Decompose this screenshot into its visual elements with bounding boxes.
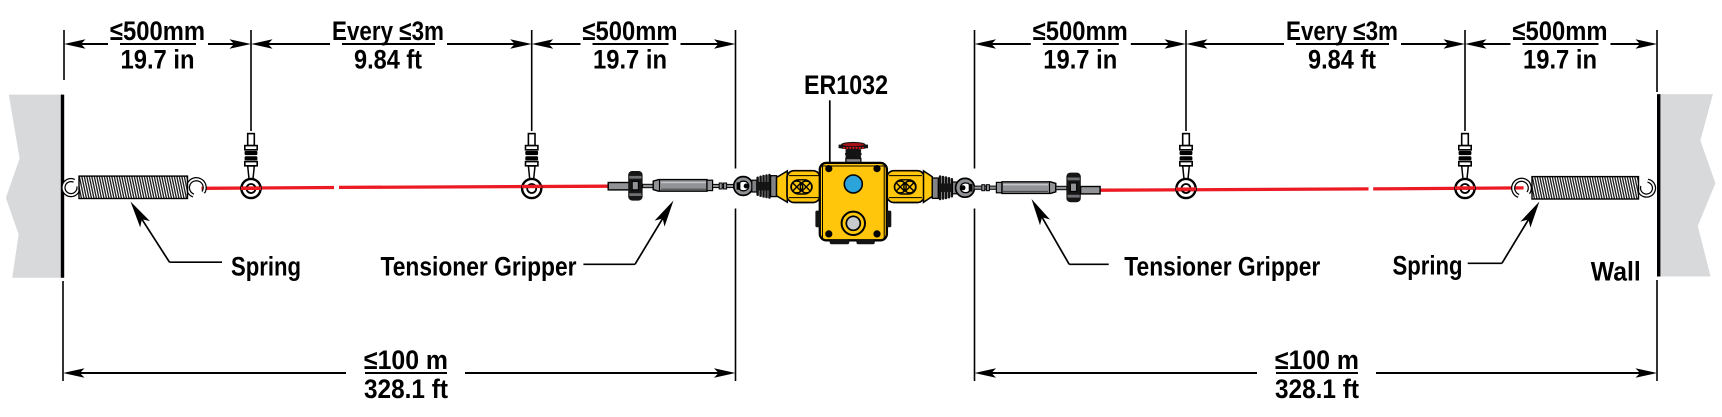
svg-text:9.84 ft: 9.84 ft <box>1308 45 1376 75</box>
svg-text:328.1 ft: 328.1 ft <box>364 374 448 404</box>
svg-text:19.7 in: 19.7 in <box>1523 45 1597 75</box>
svg-text:Spring: Spring <box>231 252 301 282</box>
svg-text:≤500mm: ≤500mm <box>110 16 205 46</box>
svg-text:≤100 m: ≤100 m <box>1275 345 1359 375</box>
svg-text:≤100 m: ≤100 m <box>364 345 448 375</box>
svg-text:≤500mm: ≤500mm <box>1033 16 1128 46</box>
svg-text:≤500mm: ≤500mm <box>583 16 678 46</box>
svg-text:Tensioner Gripper: Tensioner Gripper <box>1124 252 1320 282</box>
svg-text:19.7 in: 19.7 in <box>593 45 667 75</box>
svg-text:Tensioner Gripper: Tensioner Gripper <box>381 252 577 282</box>
svg-text:≤500mm: ≤500mm <box>1513 16 1608 46</box>
svg-text:ER1032: ER1032 <box>804 70 888 100</box>
svg-text:Every ≤3m: Every ≤3m <box>1286 16 1398 46</box>
svg-text:19.7 in: 19.7 in <box>121 45 195 75</box>
svg-text:328.1 ft: 328.1 ft <box>1275 374 1359 404</box>
svg-text:19.7 in: 19.7 in <box>1043 45 1117 75</box>
svg-text:Wall: Wall <box>1591 257 1641 287</box>
svg-text:Every ≤3m: Every ≤3m <box>332 16 444 46</box>
svg-text:Spring: Spring <box>1393 251 1463 281</box>
svg-text:9.84 ft: 9.84 ft <box>354 45 422 75</box>
